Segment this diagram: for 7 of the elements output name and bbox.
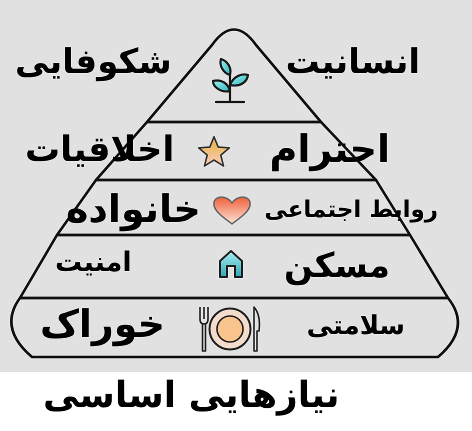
tier-label: سلامتی [306, 311, 405, 343]
tier-label: شکوفایی [15, 42, 172, 82]
tier-label: انسانیت [286, 42, 420, 82]
tier-label: خوراک [40, 302, 166, 348]
pyramid-caption: نیازهایی اساسی [43, 374, 340, 418]
tier-label: مسکن [284, 246, 390, 286]
tier-label: امنیت [55, 246, 132, 280]
